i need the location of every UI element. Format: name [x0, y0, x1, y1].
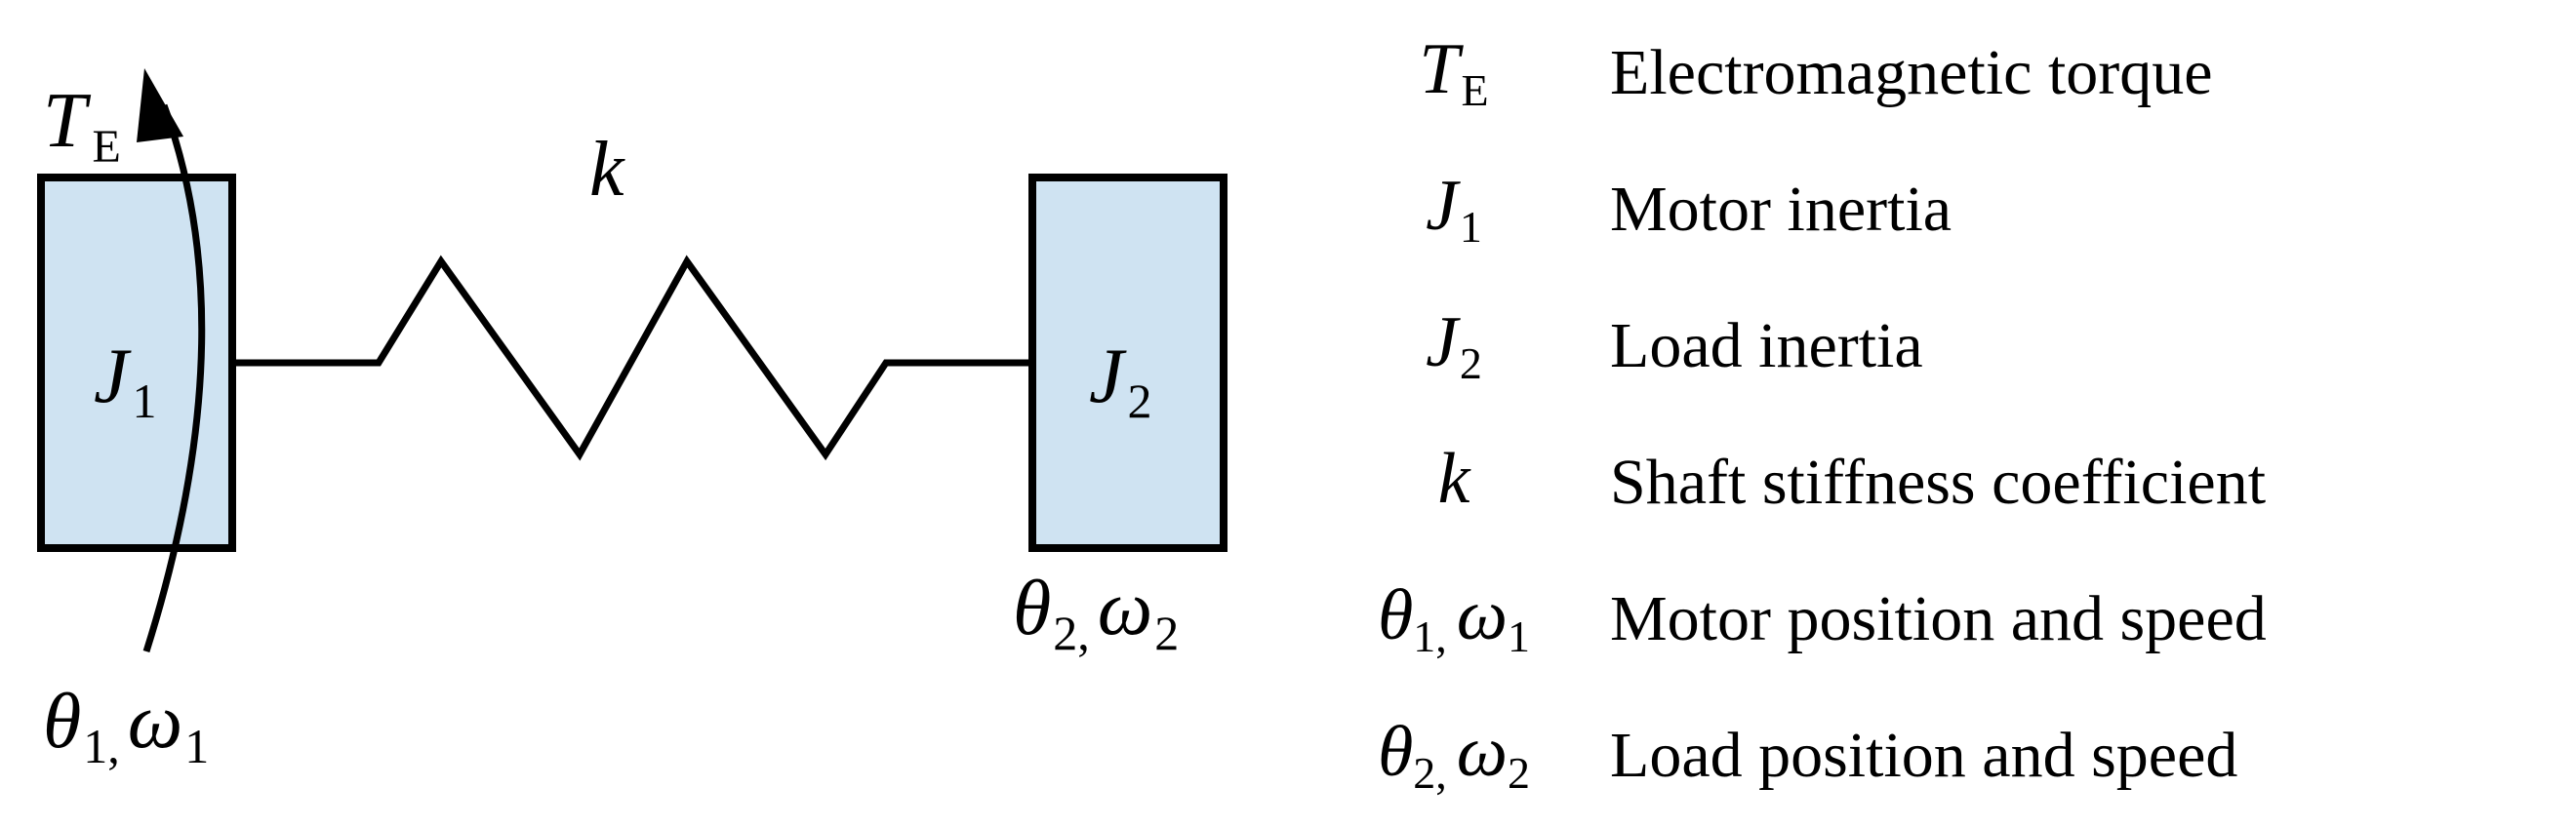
legend-description: Electromagnetic torque	[1610, 37, 2213, 108]
legend-row-motor-state: θ1,ω1 Motor position and speed	[1308, 556, 2566, 692]
legend-row-load-inertia: J2 Load inertia	[1308, 283, 2566, 419]
load-inertia-label: J2	[1089, 334, 1152, 428]
legend-symbol: θ1,ω1	[1377, 575, 1531, 661]
legend-symbol: J1	[1426, 166, 1482, 252]
legend-row-torque: TE Electromagnetic torque	[1308, 10, 2566, 146]
legend-description: Motor inertia	[1610, 174, 1952, 245]
legend-row-motor-inertia: J1 Motor inertia	[1308, 146, 2566, 283]
legend-row-load-state: θ2,ω2 Load position and speed	[1308, 692, 2566, 825]
load-inertia-box	[1028, 174, 1228, 552]
legend-description: Load position and speed	[1610, 720, 2238, 791]
legend-symbol: J2	[1426, 302, 1482, 388]
load-state-label: θ2,ω2	[1013, 566, 1179, 660]
legend-description: Load inertia	[1610, 310, 1923, 381]
motor-state-label: θ1,ω1	[43, 679, 209, 773]
shaft-spring	[232, 255, 1032, 461]
motor-inertia-label: J1	[94, 334, 157, 428]
legend-description: Shaft stiffness coefficient	[1610, 447, 2267, 518]
legend-row-stiffness: k Shaft stiffness coefficient	[1308, 419, 2566, 556]
torque-arrow	[142, 103, 206, 653]
legend-symbol: TE	[1419, 29, 1489, 115]
spring-label: k	[589, 127, 625, 213]
legend-symbol: θ2,ω2	[1377, 712, 1531, 798]
legend-symbol: k	[1437, 439, 1470, 519]
torque-arrowhead	[137, 68, 183, 142]
legend-description: Motor position and speed	[1610, 583, 2267, 654]
